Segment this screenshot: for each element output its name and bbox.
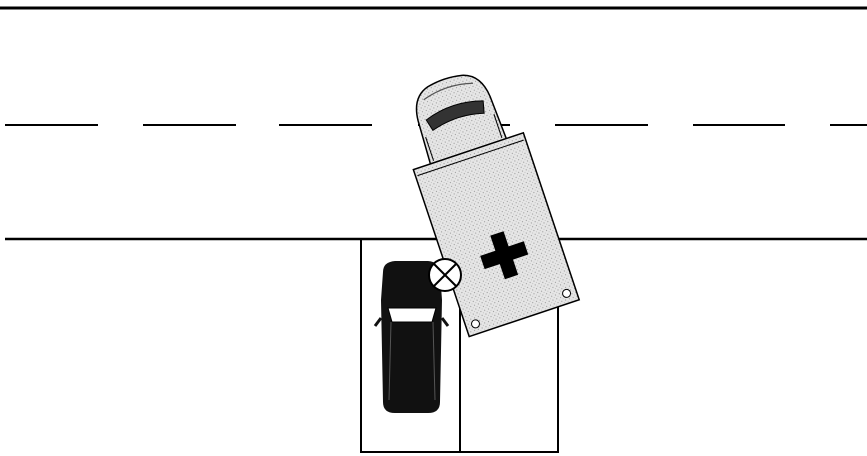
ambulance-cab: [415, 74, 508, 165]
ambulance-rear-light: [562, 288, 572, 298]
impact-point-icon: [428, 258, 462, 292]
side-mirror: [440, 317, 450, 327]
windshield: [387, 307, 437, 323]
ambulance-rear-light: [471, 319, 481, 329]
parked-car-icon: [373, 261, 450, 413]
medical-cross-icon: [480, 231, 529, 280]
side-mirror: [373, 317, 383, 327]
ambulance-windshield: [425, 100, 485, 132]
parking-bays: [360, 239, 559, 453]
